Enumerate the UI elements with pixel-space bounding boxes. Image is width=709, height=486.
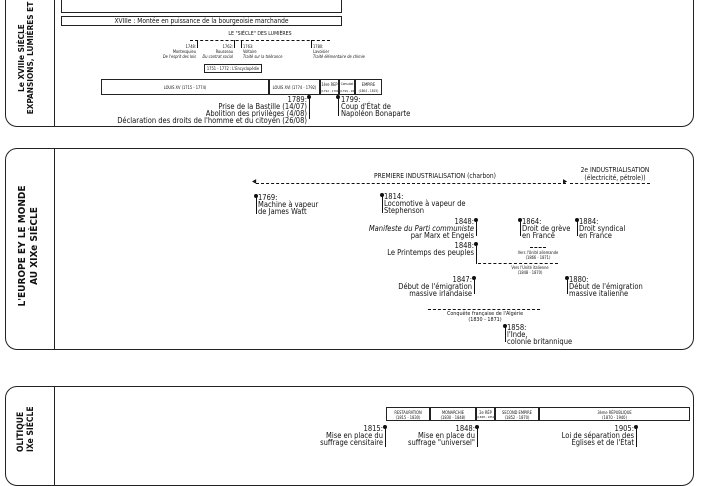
arrow-right-head: ▶ xyxy=(563,178,568,185)
panel-19th-century-politics-side xyxy=(5,386,55,486)
bourgeoisie-banner: XVIIIe : Montée en puissance de la bourg… xyxy=(61,16,342,26)
event-1858: 1858:l'Inde,colonie britannique xyxy=(507,323,573,346)
event-1789-dot xyxy=(307,95,311,99)
unite-allemande-dashline xyxy=(530,247,546,248)
first-industrialisation-label: PREMIERE INDUSTRIALISATION (charbon) xyxy=(374,172,496,180)
event-1864-line xyxy=(520,220,521,236)
top-empty-box xyxy=(61,0,342,13)
panel-19th-century-politics-title: OLITIQUE IXe SIÈCLE xyxy=(16,396,37,452)
regime-first-republic: 1ère REP(1792 - 1799) xyxy=(320,79,339,95)
bottom-side-line2: IXe SIÈCLE xyxy=(25,406,36,452)
event-1789-line xyxy=(309,96,310,119)
second-industrialisation-dashline xyxy=(570,183,650,184)
work-1762-line xyxy=(234,40,235,48)
event-1789: 1789: Prise de la Bastille (14/07) Aboli… xyxy=(117,95,307,125)
regime-3e-republique: 3ème RÉPUBLIQUE(1870 - 1940) xyxy=(539,407,690,421)
event-1848-suffrage-line xyxy=(477,427,478,447)
regime-louis-xv: LOUIS XV (1715 - 1774) xyxy=(101,79,269,95)
regime-louis-xvi: LOUIS XVI (1774 - 1792) xyxy=(269,79,320,95)
panel-18th-century-title: Le XVIIIe SIÈCLE EXPANSIONS, LUMIÈRES ET xyxy=(16,0,36,128)
event-1884-line xyxy=(577,220,578,236)
event-1769-line xyxy=(256,196,257,214)
encyclopedie-box: 1751 - 1772 : L'Encyclopédie xyxy=(204,64,262,73)
algerie: Conquête française de l'Algérie(1830 - 1… xyxy=(446,311,524,323)
unite-italienne-dashline xyxy=(478,263,558,264)
lumieres-dashline xyxy=(190,40,330,41)
second-industrialisation-label: 2e INDUSTRIALISATION (électricité, pétro… xyxy=(580,166,650,182)
event-1815-line xyxy=(385,427,386,447)
event-1848a-line xyxy=(476,220,477,236)
work-1780-line xyxy=(311,40,312,48)
unite-italienne: Vers l'Unité italienne(1848 - 1870) xyxy=(511,265,549,275)
event-1848b-line xyxy=(476,244,477,264)
side-title-line2: EXPANSIONS, LUMIÈRES ET xyxy=(25,1,36,115)
event-1880-line xyxy=(567,278,568,294)
panel-19th-century-europe-side xyxy=(5,148,55,350)
first-industrialisation-dashline xyxy=(256,183,566,184)
regime-2e-rep: 2e RÉP(1848 - 1852) xyxy=(476,407,495,421)
panel-19th-century-europe-title: L'EUROPE EY LE MONDE AU XIXe SIÈCLE xyxy=(17,178,40,314)
event-1847-line xyxy=(474,278,475,294)
side-line1: L'EUROPE EY LE MONDE xyxy=(17,185,28,307)
regime-empire: EMPIRE(1804 - 1815) xyxy=(355,79,382,95)
panel-19th-century-europe xyxy=(5,148,694,350)
lumieres-title: LE "SIÈCLE" DES LUMIÈRES xyxy=(228,31,292,37)
event-1799-dot xyxy=(336,95,340,99)
event-1905-line xyxy=(636,427,637,447)
arrow-left-head: ◀ xyxy=(252,178,257,185)
unite-allemande: Vers l'Unité allemande(1866 - 1871) xyxy=(517,250,559,260)
event-1858-line xyxy=(505,326,506,342)
event-1814-line xyxy=(382,195,383,213)
event-1799: 1799: Coup d'État de Napoléon Bonaparte xyxy=(341,95,411,118)
regime-restauration: RESTAURATION(1815 - 1830) xyxy=(386,407,430,421)
side-line2: AU XIXe SIÈCLE xyxy=(28,207,40,285)
event-1848b: 1848:Le Printemps des peuples xyxy=(387,241,474,257)
work-1763-line xyxy=(241,40,242,48)
panel-18th-century-side xyxy=(5,0,55,127)
regime-monarchie: MONARCHIE(1830 - 1848) xyxy=(430,407,476,421)
regime-second-empire: SECOND EMPIRE(1852 - 1870) xyxy=(495,407,539,421)
regime-consulat: Consulat(1799 - 1804) xyxy=(339,79,355,95)
event-1799-line xyxy=(338,96,339,116)
work-1748-line xyxy=(197,40,198,48)
algerie-dashline xyxy=(428,309,540,310)
